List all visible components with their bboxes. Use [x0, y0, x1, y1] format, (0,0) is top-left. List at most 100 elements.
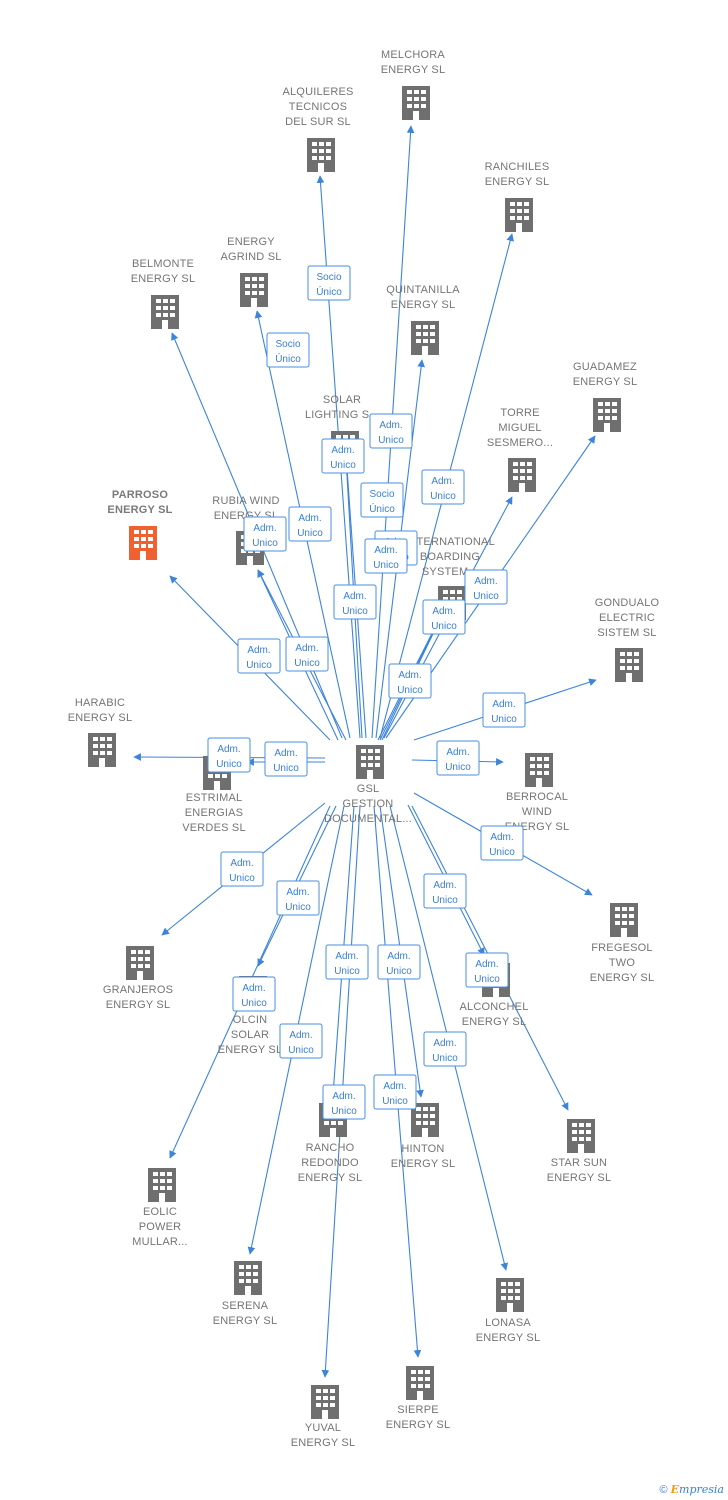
relation-label[interactable]: Adm.Unico	[421, 469, 465, 505]
building-icon	[88, 733, 116, 767]
brand-name: mpresia	[679, 1483, 724, 1496]
relation-label-text: Adm.	[331, 445, 354, 456]
relation-label-text: Unico	[297, 528, 323, 539]
company-name-line: ENERGIAS	[185, 807, 243, 819]
relation-label-text: Único	[316, 285, 342, 298]
company-name-line: TWO	[609, 957, 636, 969]
building-icon	[356, 745, 384, 779]
relation-label[interactable]: Adm.Unico	[264, 741, 308, 777]
relation-label-text: Adm.	[398, 670, 421, 681]
relation-label-text: Adm.	[432, 606, 455, 617]
relation-label[interactable]: Adm.Unico	[207, 737, 251, 773]
relation-label[interactable]: Adm.Unico	[288, 506, 332, 542]
building-icon	[151, 295, 179, 329]
relation-label[interactable]: Adm.Unico	[377, 944, 421, 980]
relation-label[interactable]: Adm.Unico	[243, 516, 287, 552]
company-name-line: ENERGY SL	[391, 1158, 456, 1170]
company-name-line: ENERGY SL	[485, 176, 550, 188]
relation-label[interactable]: Adm.Unico	[480, 825, 524, 861]
relation-label[interactable]: Adm.Unico	[232, 976, 276, 1012]
relation-label[interactable]: Adm.Unico	[325, 944, 369, 980]
company-name-line: EOLIC	[143, 1206, 177, 1218]
company-name-line: SIERPE	[397, 1404, 439, 1416]
company-name-line: ENERGY SL	[462, 1016, 527, 1028]
relation-label[interactable]: Adm.Unico	[279, 1023, 323, 1059]
company-name-line: SOLAR	[323, 394, 361, 406]
relation-label[interactable]: Adm.Unico	[388, 663, 432, 699]
relation-label-text: Unico	[445, 762, 471, 773]
relation-label-text: Adm.	[387, 951, 410, 962]
company-name-line: HINTON	[401, 1143, 444, 1155]
company-node-torre_miguel[interactable]: TORREMIGUELSESMERO...	[487, 407, 553, 492]
company-node-alconchel[interactable]: ALCONCHEL ENERGY SL	[459, 963, 528, 1028]
building-icon	[508, 458, 536, 492]
relation-label[interactable]: Adm.Unico	[422, 599, 466, 635]
relation-label-text: Adm.	[490, 832, 513, 843]
relation-label[interactable]: Adm.Unico	[285, 636, 329, 672]
relation-label-text: Adm.	[335, 951, 358, 962]
company-name-line: STAR SUN	[551, 1157, 607, 1169]
building-icon	[406, 1366, 434, 1400]
company-name-line: GSL	[357, 783, 380, 795]
center-company-node[interactable]: GSLGESTIONDOCUMENTAL...	[324, 745, 412, 825]
relation-label[interactable]: Adm.Unico	[333, 584, 377, 620]
relation-label[interactable]: Adm.Unico	[465, 952, 509, 988]
relation-label[interactable]: Adm.Unico	[373, 1074, 417, 1110]
company-name-line: ALQUILERES	[282, 86, 353, 98]
copyright-credit[interactable]: ©Empresia	[660, 1483, 724, 1496]
relation-label[interactable]: Adm.Unico	[237, 638, 281, 674]
relation-label[interactable]: Adm.Unico	[220, 851, 264, 887]
relation-label-text: Adm.	[295, 643, 318, 654]
relation-label[interactable]: Adm.Unico	[322, 1084, 366, 1120]
relation-label[interactable]: Adm.Unico	[436, 740, 480, 776]
relation-label-text: Único	[369, 502, 395, 515]
relation-label[interactable]: Adm.Unico	[369, 413, 413, 449]
relation-label[interactable]: Adm.Unico	[482, 692, 526, 728]
relation-label[interactable]: Adm.Unico	[423, 873, 467, 909]
relation-label-text: Adm.	[253, 523, 276, 534]
company-name-line: MIGUEL	[498, 422, 541, 434]
relation-label-text: Unico	[432, 1053, 458, 1064]
relation-label[interactable]: Adm.Unico	[364, 538, 408, 574]
company-node-eolic[interactable]: EOLICPOWERMULLAR...	[132, 1168, 188, 1248]
building-icon	[129, 526, 157, 560]
relation-label[interactable]: Adm.Unico	[464, 569, 508, 605]
relation-label[interactable]: Adm.Unico	[321, 438, 365, 474]
company-name-line: REDONDO	[301, 1157, 359, 1169]
company-name-line: ALCONCHEL	[459, 1001, 528, 1013]
relation-label[interactable]: Adm.Unico	[276, 880, 320, 916]
relation-label-text: Unico	[474, 974, 500, 985]
relation-label[interactable]: Adm.Unico	[423, 1031, 467, 1067]
company-name-line: GESTION	[343, 798, 394, 810]
company-node-hinton[interactable]: HINTON ENERGY SL	[391, 1103, 456, 1170]
company-name-line: DEL SUR SL	[285, 116, 351, 128]
company-name-line: RANCHO	[306, 1142, 355, 1154]
company-node-international[interactable]: INTERNATIONALBOARDINGSYSTEM...	[405, 536, 495, 620]
relation-labels-layer: Adm.UnicoSocioÚnicoAdm.UnicoSocioÚnicoAd…	[207, 265, 526, 1120]
